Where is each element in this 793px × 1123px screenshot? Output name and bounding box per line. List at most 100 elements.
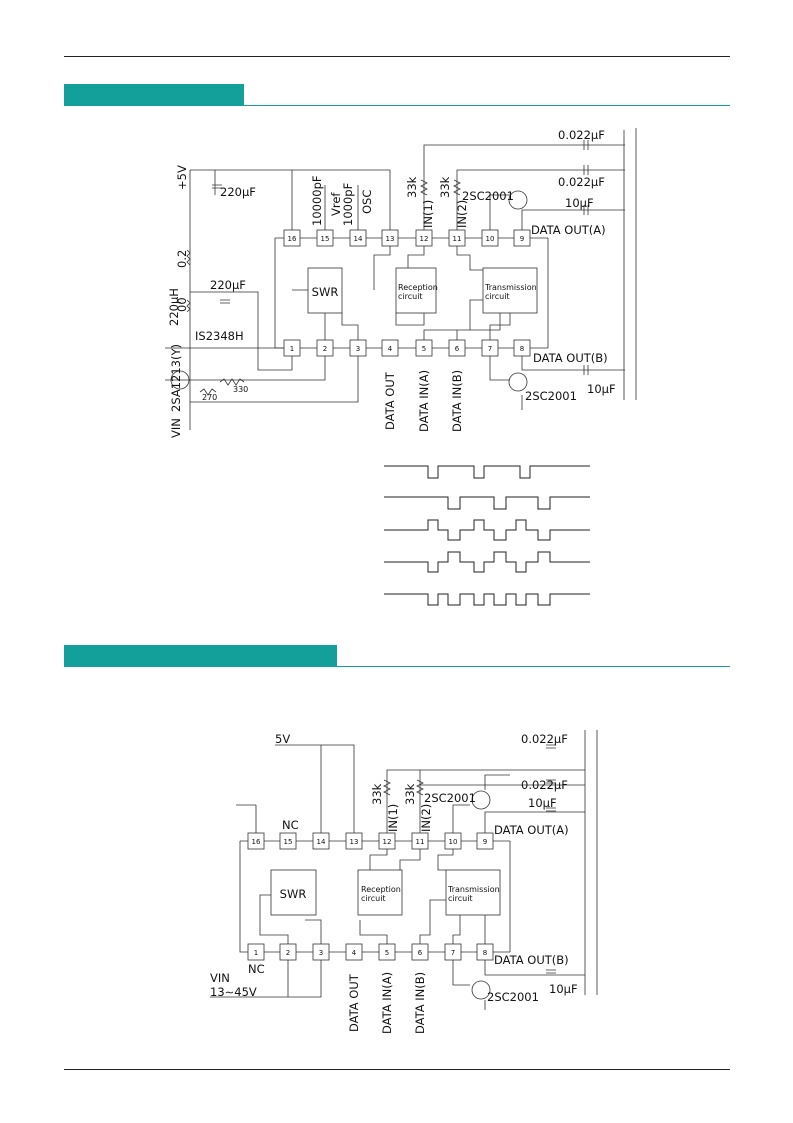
pin-15-label-2: 15	[284, 838, 293, 846]
res-33k-1-label: 33k	[405, 176, 419, 198]
pin-14-label-2: 14	[317, 838, 326, 846]
reception-label-2: Reception	[361, 885, 401, 894]
pin-7-label: 7	[488, 345, 492, 353]
cap-10uF-top-label-2: 10µF	[528, 796, 557, 810]
supply-label-2: 5V	[275, 732, 290, 746]
diode-label: IS2348H	[195, 329, 244, 343]
pin-12-label: 12	[420, 235, 429, 243]
waveform-4	[384, 551, 590, 573]
pin-8-label: 8	[520, 345, 524, 353]
vin-range-label: 13∼45V	[210, 985, 257, 999]
pin-16-label: 16	[288, 235, 297, 243]
section1-header-line	[244, 105, 730, 106]
in2-label-1: IN(2)	[455, 200, 469, 228]
vin-label-1: VIN	[169, 418, 183, 438]
timing-waveforms	[384, 465, 590, 606]
pin-10-label: 10	[486, 235, 495, 243]
top-rule	[64, 56, 730, 57]
pins-top-1: 16 15 14 13 12 11 10 9	[283, 229, 531, 247]
res-02-label: 0.2	[175, 250, 189, 268]
pin-3-label: 3	[356, 345, 360, 353]
data-out-a-label-2: DATA OUT(A)	[494, 823, 569, 837]
pins-bottom-1: 1 2 3 4 5 6 7 8	[283, 339, 531, 357]
pin-10-label-2: 10	[449, 838, 458, 846]
pin-11-label-2: 11	[416, 838, 425, 846]
circuit-diagram-1: SWR Reception circuit Transmission circu…	[165, 128, 637, 438]
in1-label-1: IN(1)	[421, 200, 435, 228]
pins-bottom-2: 1 2 3 4 5 6 7 8	[247, 943, 494, 961]
waveform-1	[384, 465, 590, 479]
pins-top-2: 16 15 14 13 12 11 10 9	[247, 832, 494, 850]
res-33k-2-label-2: 33k	[403, 783, 417, 805]
data-out-label-1: DATA OUT	[383, 371, 397, 430]
cap-1000pF-label: 1000pF	[341, 183, 355, 226]
data-in-a-label-2: DATA IN(A)	[380, 972, 394, 1034]
vin-label-2: VIN	[210, 971, 230, 985]
pin-8-label-2: 8	[483, 949, 487, 957]
in1-label-2: IN(1)	[386, 804, 400, 832]
section2-header-band	[64, 645, 337, 667]
cap-220uF-mid-label: 220µF	[210, 278, 246, 292]
cap-0022-1-label: 0.022µF	[558, 128, 605, 142]
data-out-b-label-1: DATA OUT(B)	[533, 351, 608, 365]
pin-5-label: 5	[422, 345, 426, 353]
res-00-label: 00	[175, 297, 189, 312]
pin-13-label: 13	[386, 235, 395, 243]
data-in-a-label-1: DATA IN(A)	[417, 370, 431, 432]
pin-7-label-2: 7	[451, 949, 455, 957]
pin-11-label: 11	[453, 235, 462, 243]
pin-5-label-2: 5	[385, 949, 389, 957]
data-out-label-2: DATA OUT	[347, 973, 361, 1032]
pin-15-label: 15	[321, 235, 330, 243]
cap-10uF-bot-label-1: 10µF	[587, 382, 616, 396]
pin-9-label: 9	[520, 235, 524, 243]
data-in-b-label-1: DATA IN(B)	[450, 370, 464, 432]
section2-header-line	[337, 666, 730, 667]
res-33k-2-label: 33k	[438, 176, 452, 198]
pin-1-label-2: 1	[254, 949, 258, 957]
transmission-circuit-label-1: circuit	[485, 292, 510, 301]
res-33k-1-label-2: 33k	[370, 783, 384, 805]
circuit-diagram-2: SWR Reception circuit Transmission circu…	[210, 730, 598, 1034]
pin-1-label: 1	[290, 345, 294, 353]
supply-label-1: +5V	[175, 165, 189, 190]
pin-3-label-2: 3	[319, 949, 323, 957]
cap-0022-2-label: 0.022µF	[558, 175, 605, 189]
waveform-3	[384, 519, 590, 541]
cap-10uF-top-label-1: 10µF	[565, 196, 594, 210]
pin-4-label: 4	[388, 345, 393, 353]
pnp-transistor-label: 2SA1213(Y)	[169, 344, 183, 412]
transmission-label-1: Transmission	[484, 283, 537, 292]
pin-2-label: 2	[323, 345, 327, 353]
transistor-bot-label-1: 2SC2001	[525, 389, 577, 403]
pin-4-label-2: 4	[352, 949, 357, 957]
osc-label: OSC	[360, 190, 374, 214]
pin-6-label-2: 6	[418, 949, 423, 957]
pin-16-label-2: 16	[252, 838, 261, 846]
transistor-bot-label-2: 2SC2001	[487, 990, 539, 1004]
section1-header-band	[64, 84, 244, 106]
cap-10uF-bot-label-2: 10µF	[549, 982, 578, 996]
reception-label-1: Reception	[398, 283, 438, 292]
inductor-label: 220µH	[167, 288, 181, 326]
swr-block-label-1: SWR	[312, 285, 339, 299]
data-in-b-label-2: DATA IN(B)	[413, 972, 427, 1034]
bottom-rule	[64, 1069, 730, 1070]
pin-6-label: 6	[455, 345, 460, 353]
transmission-circuit-label-2: circuit	[448, 894, 473, 903]
res-270-label: 270	[202, 393, 217, 402]
reception-circuit-label-1: circuit	[398, 292, 423, 301]
res-330-label: 330	[233, 385, 248, 394]
reception-circuit-label-2: circuit	[361, 894, 386, 903]
cap-0022-2-label-2: 0.022µF	[521, 778, 568, 792]
pin-9-label-2: 9	[483, 838, 487, 846]
pin-13-label-2: 13	[350, 838, 359, 846]
pin-14-label: 14	[354, 235, 363, 243]
transmission-label-2: Transmission	[447, 885, 500, 894]
swr-block-label-2: SWR	[280, 887, 307, 901]
nc-top-label: NC	[282, 818, 299, 832]
cap-220uF-top-label: 220µF	[220, 185, 256, 199]
cap-0022-1-label-2: 0.022µF	[521, 732, 568, 746]
vref-label: Vref	[329, 192, 343, 216]
